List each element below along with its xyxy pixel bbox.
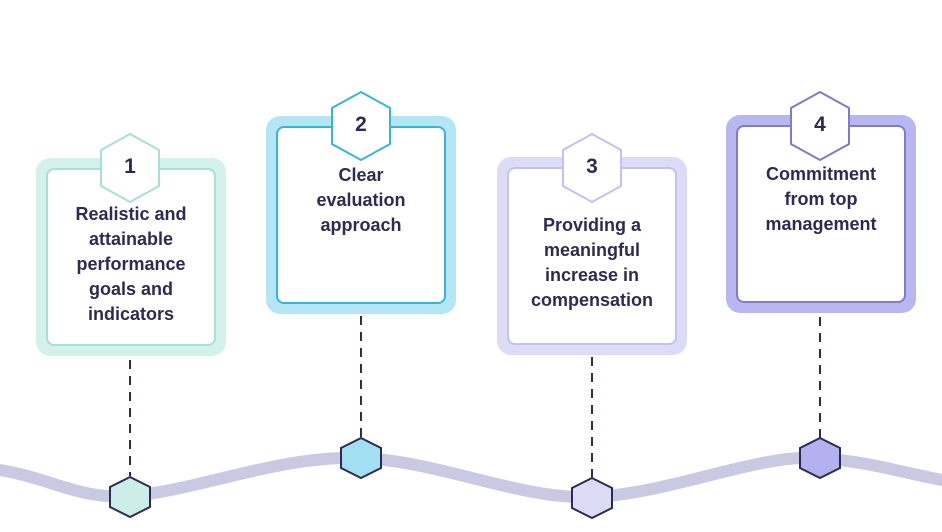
step-number-4: 4 <box>814 113 826 136</box>
step-text-4: Commitment from top management <box>765 163 877 234</box>
step-card-3-inner: Providing a meaningful increase in compe… <box>507 167 677 345</box>
step-number-badge-2: 2 <box>329 90 393 162</box>
hexagon-icon <box>562 132 622 204</box>
timeline-dot-1 <box>109 475 151 519</box>
step-number-2: 2 <box>355 113 367 136</box>
step-number-badge-4: 4 <box>788 90 852 162</box>
step-number-badge-1: 1 <box>98 132 162 204</box>
step-number-3: 3 <box>586 155 598 178</box>
step-number-1: 1 <box>124 155 136 178</box>
step-text-2: Clear evaluation approach <box>316 164 406 235</box>
step-text-3: Providing a meaningful increase in compe… <box>530 215 654 310</box>
hexagon-icon <box>790 90 850 162</box>
timeline-dot-4 <box>799 436 841 480</box>
hexagon-icon <box>331 90 391 162</box>
timeline-dot-3 <box>571 476 613 520</box>
step-text-1: Realistic and attainable performance goa… <box>75 203 187 324</box>
hexagon-icon <box>100 132 160 204</box>
step-number-badge-3: 3 <box>560 132 624 204</box>
timeline-dot-2 <box>340 436 382 480</box>
step-card-1-inner: Realistic and attainable performance goa… <box>46 168 216 346</box>
